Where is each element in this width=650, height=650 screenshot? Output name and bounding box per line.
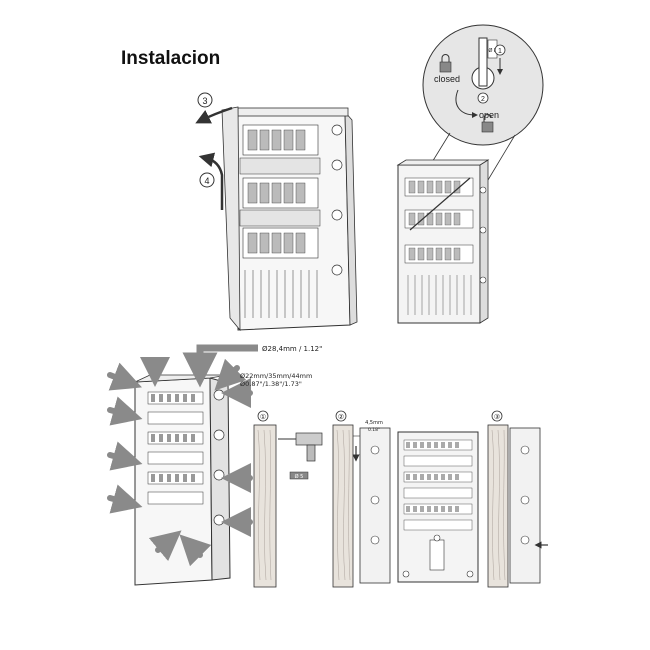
wall-board-2 (332, 424, 354, 588)
key-size-label: Ø 8 (488, 48, 496, 54)
step-3-label: 3 (202, 96, 207, 106)
cabinet-closed-view (396, 159, 490, 324)
wall-gap-mm: 4,5mm (365, 420, 383, 426)
mount-step-2: ② (338, 413, 344, 421)
lock-detail: Ø 8 closed open 1 2 (417, 24, 544, 186)
lock-closed-label: closed (434, 74, 460, 84)
drill-bit-size: Ø 5 (295, 473, 304, 480)
closed-padlock-icon (439, 61, 452, 73)
step-4-label: 4 (204, 176, 209, 186)
knockouts-view: Ø28,4mm / 1.12" Ø22mm/35mm/44mm Ø0.87"/1… (107, 344, 322, 586)
knockout-top-size: Ø28,4mm / 1.12" (262, 345, 322, 353)
knockout-side-mm: Ø22mm/35mm/44mm (240, 372, 312, 380)
open-padlock-icon (481, 121, 494, 133)
wall-board-3 (487, 424, 509, 588)
knockout-side-in: Ø0.87"/1.38"/1.73" (240, 380, 302, 388)
lock-step-2: 2 (481, 96, 485, 103)
mount-step-1: ① (260, 413, 266, 421)
drill-icon (278, 432, 323, 462)
mount-step-3: ③ (494, 413, 500, 421)
lock-step-1: 1 (498, 48, 502, 55)
page-title: Instalacion (121, 48, 221, 69)
wall-gap-in: 0.18" (368, 427, 380, 433)
cabinet-open-view: 3 4 (195, 92, 358, 332)
lock-open-label: open (479, 110, 499, 120)
wall-mounting-view: ① Ø 5 ② 4,5mm 0.18" (253, 410, 548, 588)
